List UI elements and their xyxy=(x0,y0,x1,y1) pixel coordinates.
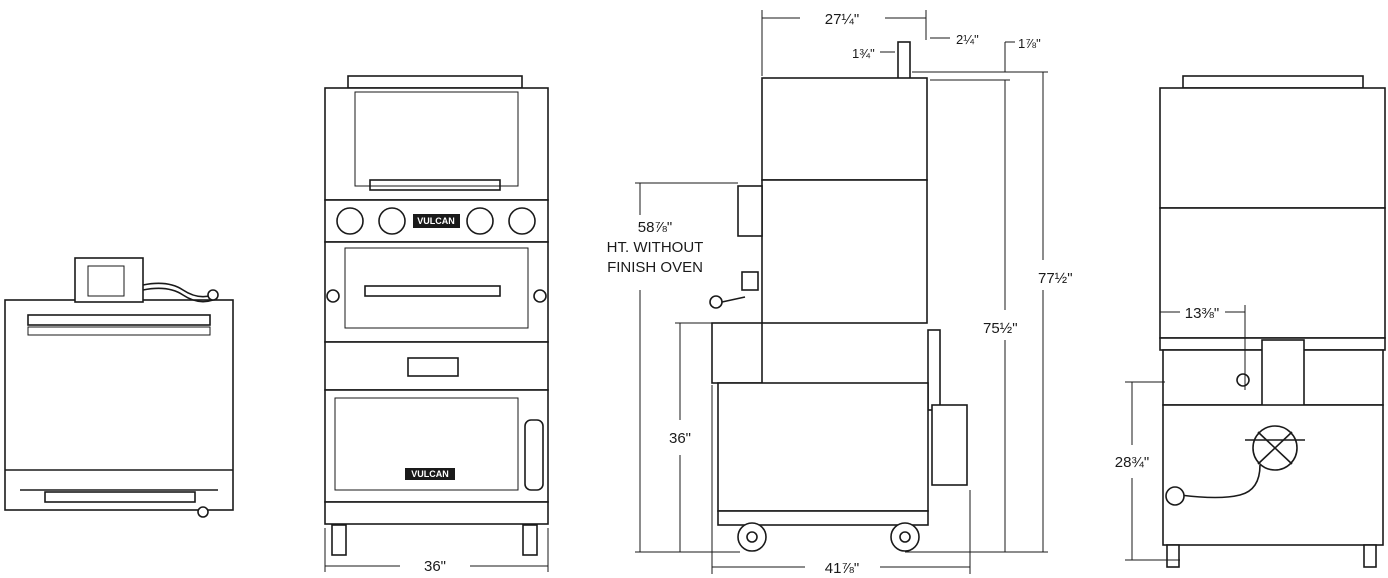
side-offset-left-label: 1¾" xyxy=(852,46,875,61)
front-caster-left xyxy=(331,524,347,556)
top-view-body xyxy=(4,299,234,511)
side-height-label: 75½" xyxy=(983,320,1018,337)
top-view-knob xyxy=(197,506,209,518)
front-brand-badge-upper xyxy=(413,214,460,228)
side-view: 27¼" 2¼" 1¾" 1⅞" 77½" 75½" 58⅞" HT. WITH… xyxy=(607,10,1073,577)
rear-height-label: 28¾" xyxy=(1115,454,1150,471)
side-ht-without-text1: HT. WITHOUT xyxy=(607,239,704,256)
front-caster-right xyxy=(522,524,538,556)
rear-upper-panel xyxy=(1159,87,1386,209)
front-width-label: 36" xyxy=(424,558,446,575)
side-ht-without-value: 58⅞" xyxy=(638,219,673,236)
side-ht-without-text2: FINISH OVEN xyxy=(607,259,703,276)
side-depth-top-label: 27¼" xyxy=(825,11,860,28)
front-lower-oven xyxy=(324,389,549,503)
side-flue xyxy=(897,41,911,81)
side-middle-section xyxy=(761,179,928,324)
top-motor-housing xyxy=(74,257,144,303)
rear-view: 13⅜" 28¾" xyxy=(1115,75,1386,568)
side-caster-left xyxy=(737,522,767,552)
side-top-gap-label: 1⅞" xyxy=(1018,36,1041,51)
side-lower-height-label: 36" xyxy=(669,430,691,447)
rear-middle-panel xyxy=(1159,207,1386,339)
front-middle-section xyxy=(324,241,549,343)
brand-badge-text: VULCAN xyxy=(411,469,449,479)
front-brand-badge-lower xyxy=(405,468,455,480)
brand-badge-text: VULCAN xyxy=(417,216,455,226)
side-offset-right-label: 2¼" xyxy=(956,32,979,47)
side-gas-valve xyxy=(931,404,968,486)
front-upper-cabinet xyxy=(324,87,549,201)
side-upper-section xyxy=(761,77,928,181)
side-lower-section xyxy=(717,382,929,512)
side-total-height-label: 77½" xyxy=(1038,270,1073,287)
side-depth-bottom-label: 41⅞" xyxy=(825,560,860,577)
side-caster-right xyxy=(890,522,920,552)
front-view: VULCAN VULCAN 36" xyxy=(324,75,549,575)
rear-offset-label: 13⅜" xyxy=(1185,305,1220,322)
top-view xyxy=(4,257,234,518)
